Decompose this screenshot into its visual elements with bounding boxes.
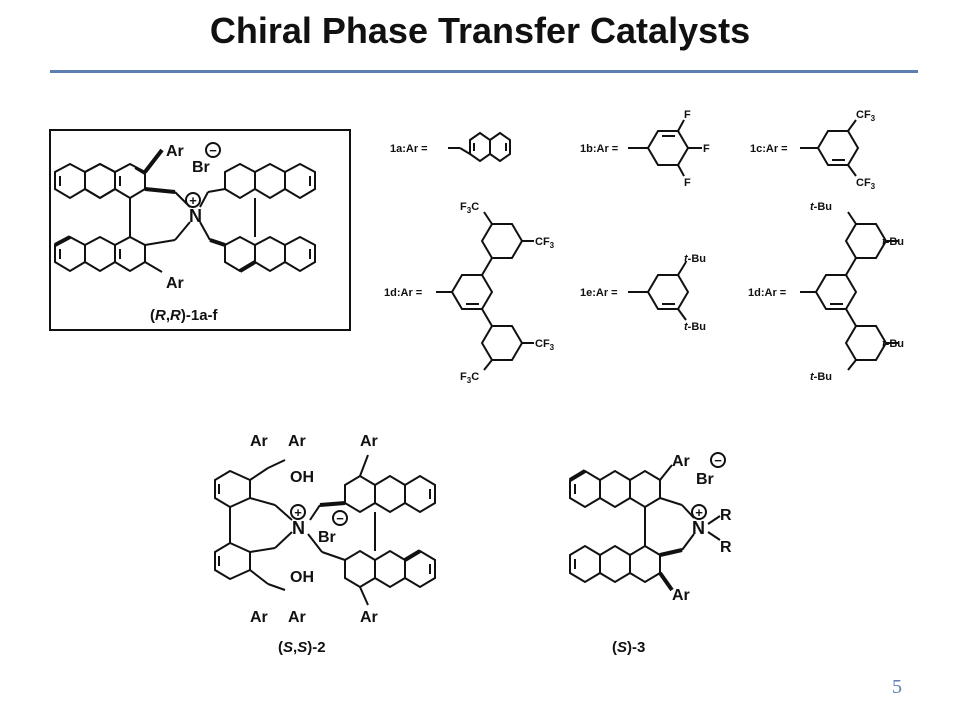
catalyst-1-ar-top: Ar: [166, 143, 184, 160]
cat3-naph-lower-inner: [629, 544, 661, 584]
ar-1a-ring-b: [489, 131, 511, 163]
ar-1f-tbu-lower: t-Bu: [882, 338, 904, 350]
cat2-phenyl-upper: [214, 469, 251, 509]
cat2-naph-upper-middle: [374, 474, 406, 514]
cat3-nitrogen: N: [692, 518, 705, 538]
page-number: 5: [892, 676, 902, 698]
cat3-r-upper: R: [720, 507, 732, 524]
cat3-naph-upper-middle: [599, 469, 631, 509]
catalyst-2-structure: Ar Ar OH OH Ar Ar Ar Ar N + Br − (S,S)-2: [214, 433, 436, 656]
cat2-naph-lower-inner: [344, 549, 376, 589]
ar-group-1f-label: 1d:Ar =: [748, 287, 786, 299]
cat2-plus-charge: [290, 504, 306, 520]
cat2-ar-top-left: Ar: [250, 433, 268, 450]
cat2-ar-bottom-right: Ar: [288, 609, 306, 626]
ring-ur-far: [284, 162, 316, 200]
cat3-ar-top: Ar: [672, 453, 690, 470]
ar-1d-upper-ring: [480, 223, 524, 259]
ar-group-1b: 1b:Ar = F F F: [580, 109, 710, 189]
ar-group-1c-label: 1c:Ar =: [750, 143, 788, 155]
ar-1c-cf3-bottom: CF3: [856, 177, 876, 191]
cat2-ar-top-right: Ar: [288, 433, 306, 450]
cat3-naph-upper-inner: [629, 469, 661, 509]
catalyst-1-caption: (R,R)-1a-f: [150, 307, 219, 324]
ar-1d-lower-ring: [480, 325, 524, 361]
catalyst-1-minus-charge: [205, 142, 221, 158]
catalyst-1-bromide: Br: [192, 159, 210, 176]
svg-text:+: +: [189, 193, 197, 208]
catalyst-3-caption: (S)-3: [612, 639, 645, 656]
cat2-bromide: Br: [318, 529, 336, 546]
ar-1b-fluorine-right: F: [703, 143, 710, 155]
ar-1f-tbu-upper: t-Bu: [882, 236, 904, 248]
ar-1f-central-ring: [814, 274, 858, 310]
catalyst-1-structure: Ar Ar Br − N + (R,R)-1a-f: [49, 129, 351, 331]
ar-1b-fluorine-top: F: [684, 109, 691, 121]
ar-1d-f3c-top: F3C: [460, 201, 479, 215]
ar-1c-cf3-top: CF3: [856, 109, 876, 123]
svg-text:+: +: [294, 505, 302, 520]
ring-ur-outer: [254, 162, 286, 200]
cat3-naph-lower-middle: [599, 544, 631, 584]
cat2-hydroxyl-bottom: OH: [290, 569, 314, 586]
ar-1d-central-ring: [450, 274, 494, 310]
cat2-hydroxyl-top: OH: [290, 469, 314, 486]
ar-1f-upper-ring: [844, 223, 888, 259]
catalyst-1-plus-charge: [185, 192, 201, 208]
cat3-ar-bottom: Ar: [672, 587, 690, 604]
cat2-minus-charge: [332, 510, 348, 526]
ar-group-1e-label: 1e:Ar =: [580, 287, 618, 299]
ring-ll-outer: [84, 235, 116, 273]
cat2-ar-naph-top: Ar: [360, 433, 378, 450]
ar-1f-tbu-bottom: t-Bu: [810, 371, 832, 383]
ar-group-1d: 1d:Ar = F3C CF3 CF3 F3C: [384, 201, 555, 385]
ar-group-1b-label: 1b:Ar =: [580, 143, 618, 155]
title-divider: [50, 70, 918, 73]
cat3-r-lower: R: [720, 539, 732, 556]
cat2-nitrogen: N: [292, 518, 305, 538]
cat3-bromide: Br: [696, 471, 714, 488]
ar-1e-tbu-top: t-Bu: [684, 253, 706, 265]
ar-1c-ring: [816, 130, 860, 166]
ring-lr-outer: [254, 235, 286, 273]
ar-1b-fluorine-bottom: F: [684, 177, 691, 189]
ar-1d-f3c-bottom: F3C: [460, 371, 479, 385]
catalyst-1-nitrogen: N: [189, 206, 202, 226]
svg-text:−: −: [336, 511, 344, 526]
svg-text:+: +: [695, 505, 703, 520]
cat3-minus-charge: [710, 452, 726, 468]
ar-group-1a-label: 1a:Ar =: [390, 143, 428, 155]
ring-ul-far: [54, 162, 86, 200]
cat2-naph-upper-inner: [344, 474, 376, 514]
ar-1f-tbu-top: t-Bu: [810, 201, 832, 213]
ring-ur-inner: [224, 162, 256, 200]
cat2-naph-upper-outer: [404, 474, 436, 514]
slide-title: Chiral Phase Transfer Catalysts: [209, 10, 751, 51]
catalyst-3-structure: Ar Ar Br − N + R R (S)-3: [568, 452, 732, 656]
ar-1f-lower-ring: [844, 325, 888, 361]
ar-1e-tbu-bottom: t-Bu: [684, 321, 706, 333]
ar-group-1c: 1c:Ar = CF3 CF3: [750, 109, 876, 191]
cat2-ar-bottom-left: Ar: [250, 609, 268, 626]
catalyst-2-caption: (S,S)-2: [278, 639, 326, 656]
ar-1d-cf3-lower: CF3: [535, 338, 555, 352]
ar-group-1f: 1d:Ar = t-Bu t-Bu t-Bu t-Bu: [748, 201, 904, 383]
ring-lr-far: [284, 235, 316, 273]
svg-text:−: −: [209, 143, 217, 158]
ar-1e-ring: [646, 274, 690, 310]
svg-text:−: −: [714, 453, 722, 468]
cat2-naph-lower-middle: [374, 549, 406, 589]
catalyst-1-ar-bottom: Ar: [166, 275, 184, 292]
ar-group-1d-label: 1d:Ar =: [384, 287, 422, 299]
cat3-plus-charge: [691, 504, 707, 520]
ar-group-1a: 1a:Ar =: [390, 131, 511, 163]
ar-group-1e: 1e:Ar = t-Bu t-Bu: [580, 253, 706, 333]
cat2-phenyl-lower: [214, 541, 251, 581]
ar-1d-cf3-upper: CF3: [535, 236, 555, 250]
catalyst-1-frame: [49, 129, 351, 331]
cat2-ar-naph-bottom: Ar: [360, 609, 378, 626]
